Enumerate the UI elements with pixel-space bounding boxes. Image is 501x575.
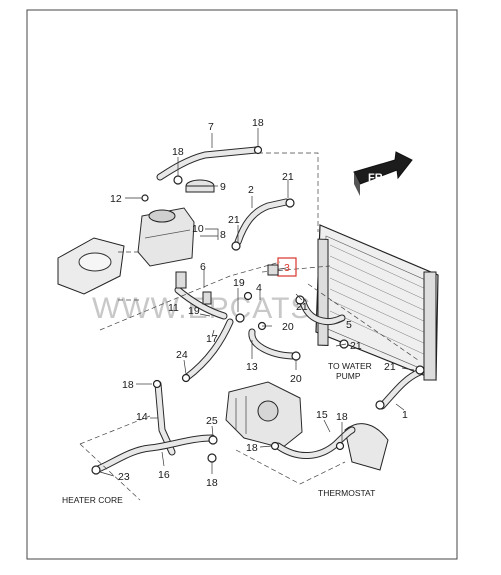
part-label-5: 5 bbox=[346, 319, 352, 331]
bracket bbox=[175, 271, 187, 289]
heater-core bbox=[57, 237, 125, 295]
part-label-8: 8 bbox=[220, 229, 226, 241]
part-label-4: 4 bbox=[256, 282, 262, 294]
part-label-16: 16 bbox=[158, 469, 170, 481]
pipe-fitting bbox=[267, 264, 279, 276]
part-label-21: 21 bbox=[350, 340, 362, 352]
part-label-14: 14 bbox=[136, 411, 148, 423]
part-label-18: 18 bbox=[336, 411, 348, 423]
thermostat-housing bbox=[225, 381, 303, 449]
part-label-21: 21 bbox=[228, 214, 240, 226]
front-direction-label: FR bbox=[368, 172, 383, 184]
part-label-21: 21 bbox=[282, 171, 294, 183]
routing-lines bbox=[79, 152, 419, 501]
part-label-21: 21 bbox=[384, 361, 396, 373]
part-label-12: 12 bbox=[110, 193, 122, 205]
part-label-9: 9 bbox=[220, 181, 226, 193]
thermostat-outlet bbox=[344, 423, 389, 471]
leader-lines bbox=[99, 128, 415, 477]
part-label-20: 20 bbox=[282, 321, 294, 333]
part-labels: 7 18 18 9 12 2 21 21 10 8 3 6 4 19 19 11… bbox=[110, 117, 408, 489]
part-label-13: 13 bbox=[246, 361, 258, 373]
part-label-10: 10 bbox=[192, 223, 204, 235]
part-label-18: 18 bbox=[172, 146, 184, 158]
coolant-hoses bbox=[92, 146, 424, 474]
hose-clamps bbox=[91, 145, 425, 475]
part-label-2: 2 bbox=[248, 184, 254, 196]
part-label-24: 24 bbox=[176, 349, 188, 361]
part-label-6: 6 bbox=[200, 261, 206, 273]
coolant-reservoir bbox=[137, 207, 195, 267]
caption-to-water-pump-line1: TO WATER bbox=[328, 361, 372, 371]
part-label-7: 7 bbox=[208, 121, 214, 133]
caption-heater-core: HEATER CORE bbox=[62, 495, 123, 505]
part-label-18: 18 bbox=[206, 477, 218, 489]
part-label-20: 20 bbox=[290, 373, 302, 385]
part-label-19: 19 bbox=[233, 277, 245, 289]
part-label-23: 23 bbox=[118, 471, 130, 483]
part-label-21: 21 bbox=[296, 301, 308, 313]
fitting bbox=[202, 291, 212, 305]
part-label-1: 1 bbox=[402, 409, 408, 421]
part-label-18: 18 bbox=[252, 117, 264, 129]
part-label-18: 18 bbox=[246, 442, 258, 454]
part-label-25: 25 bbox=[206, 415, 218, 427]
part-label-18: 18 bbox=[122, 379, 134, 391]
part-label-11: 11 bbox=[168, 302, 179, 314]
front-direction-badge: FR bbox=[353, 151, 413, 196]
part-label-19: 19 bbox=[188, 305, 200, 317]
caption-to-water-pump-line2: PUMP bbox=[336, 371, 361, 381]
caption-thermostat: THERMOSTAT bbox=[318, 488, 375, 498]
part-label-17: 17 bbox=[206, 333, 218, 345]
part-label-3: 3 bbox=[284, 262, 290, 274]
part-label-15: 15 bbox=[316, 409, 328, 421]
